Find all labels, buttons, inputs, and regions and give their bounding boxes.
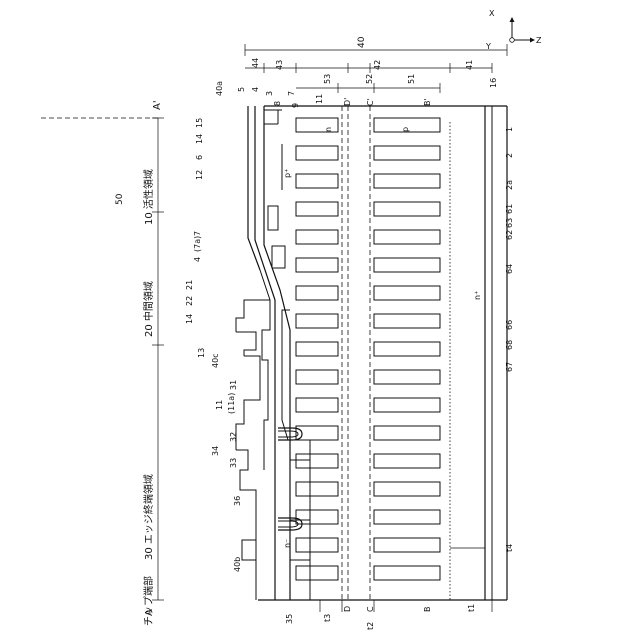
ref-40c: 40c — [211, 353, 220, 368]
ref-11-paren: (11a) — [227, 393, 236, 414]
point-a-label: A — [144, 609, 155, 616]
doping-n: n — [324, 127, 333, 132]
ref-9: 9 — [291, 103, 300, 108]
dim-40: 40 — [357, 36, 367, 48]
ref-21: 21 — [185, 280, 194, 290]
ref-50: 50 — [115, 193, 125, 205]
edge-termination-rings — [264, 110, 285, 268]
ref-32: 32 — [229, 432, 238, 442]
top-metallization — [236, 106, 275, 600]
active-region-label: 10 活性領域 — [142, 169, 155, 225]
ref-14a: 14 — [195, 134, 204, 144]
ref-61: 61 — [505, 204, 514, 214]
ref-t2: t2 — [366, 622, 375, 630]
ref-33: 33 — [229, 458, 238, 468]
doping-p: p — [401, 127, 410, 132]
ref-12: 12 — [195, 170, 204, 180]
ref-t1: t1 — [467, 604, 476, 612]
dim-43: 43 — [275, 60, 284, 70]
dim-42: 42 — [373, 60, 382, 70]
n-column-upper — [296, 118, 338, 580]
point-a-prime-label: A' — [152, 100, 163, 110]
dim-44: 44 — [251, 58, 260, 68]
ref-35: 35 — [285, 614, 294, 624]
ref-7: 7 — [193, 231, 202, 236]
ref-8: 8 — [273, 101, 282, 106]
ref-13: 13 — [197, 348, 206, 358]
p-column-lower — [374, 118, 440, 580]
dim-51: 51 — [407, 74, 416, 84]
edge-region-label: 30 エッジ終端領域 — [142, 474, 155, 560]
ref-5: 5 — [237, 87, 246, 92]
axis-z-label: Z — [536, 36, 542, 45]
point-b-prime: B' — [423, 98, 432, 106]
ref-40b: 40b — [233, 557, 242, 572]
ref-1: 1 — [505, 127, 514, 132]
ref-36: 36 — [233, 496, 242, 506]
ref-34: 34 — [211, 446, 220, 456]
rotated-drawing — [40, 44, 507, 612]
point-c: C — [366, 606, 375, 612]
ref-4a: 4 — [251, 87, 260, 92]
doping-pplus: p⁺ — [283, 169, 292, 178]
point-d: D — [343, 606, 352, 612]
ref-68: 68 — [505, 340, 514, 350]
ref-t3: t3 — [323, 614, 332, 622]
ref-66: 66 — [505, 320, 514, 330]
ref-62: 62 — [505, 230, 514, 240]
ref-2a: 2a — [505, 180, 514, 190]
ref-6: 6 — [195, 155, 204, 160]
ref-22: 22 — [185, 296, 194, 306]
ref-7a: 7 — [287, 91, 296, 96]
axis-x-label: X — [489, 9, 495, 18]
doping-nminus: n⁻ — [283, 539, 292, 548]
point-d-prime: D' — [343, 98, 352, 106]
ref-63: 63 — [505, 218, 514, 228]
doping-nplus: n⁺ — [473, 291, 482, 300]
ref-14b: 14 — [185, 314, 194, 324]
ref-t4: t4 — [505, 544, 514, 552]
ref-7-paren: (7a) — [193, 236, 202, 252]
ref-40a: 40a — [215, 81, 224, 96]
ref-64: 64 — [505, 264, 514, 274]
middle-region-label: 20 中間領域 — [142, 281, 155, 337]
dim-52: 52 — [365, 74, 374, 84]
ref-3: 3 — [265, 91, 274, 96]
dim-16: 16 — [489, 78, 498, 88]
ref-4: 4 — [193, 257, 202, 262]
ref-67: 67 — [505, 362, 514, 372]
chip-end-label: チップ端部 — [142, 576, 155, 626]
ref-31: 31 — [229, 380, 238, 390]
dim-41: 41 — [465, 60, 474, 70]
point-b: B — [423, 607, 432, 613]
axis-indicator: X Y Z — [485, 9, 542, 51]
ref-11a: 11 — [315, 94, 324, 104]
dim-53: 53 — [323, 74, 332, 84]
ref-11: 11 — [215, 400, 224, 410]
ref-2: 2 — [505, 153, 514, 158]
ref-15: 15 — [195, 118, 204, 128]
point-c-prime: C' — [366, 98, 375, 106]
